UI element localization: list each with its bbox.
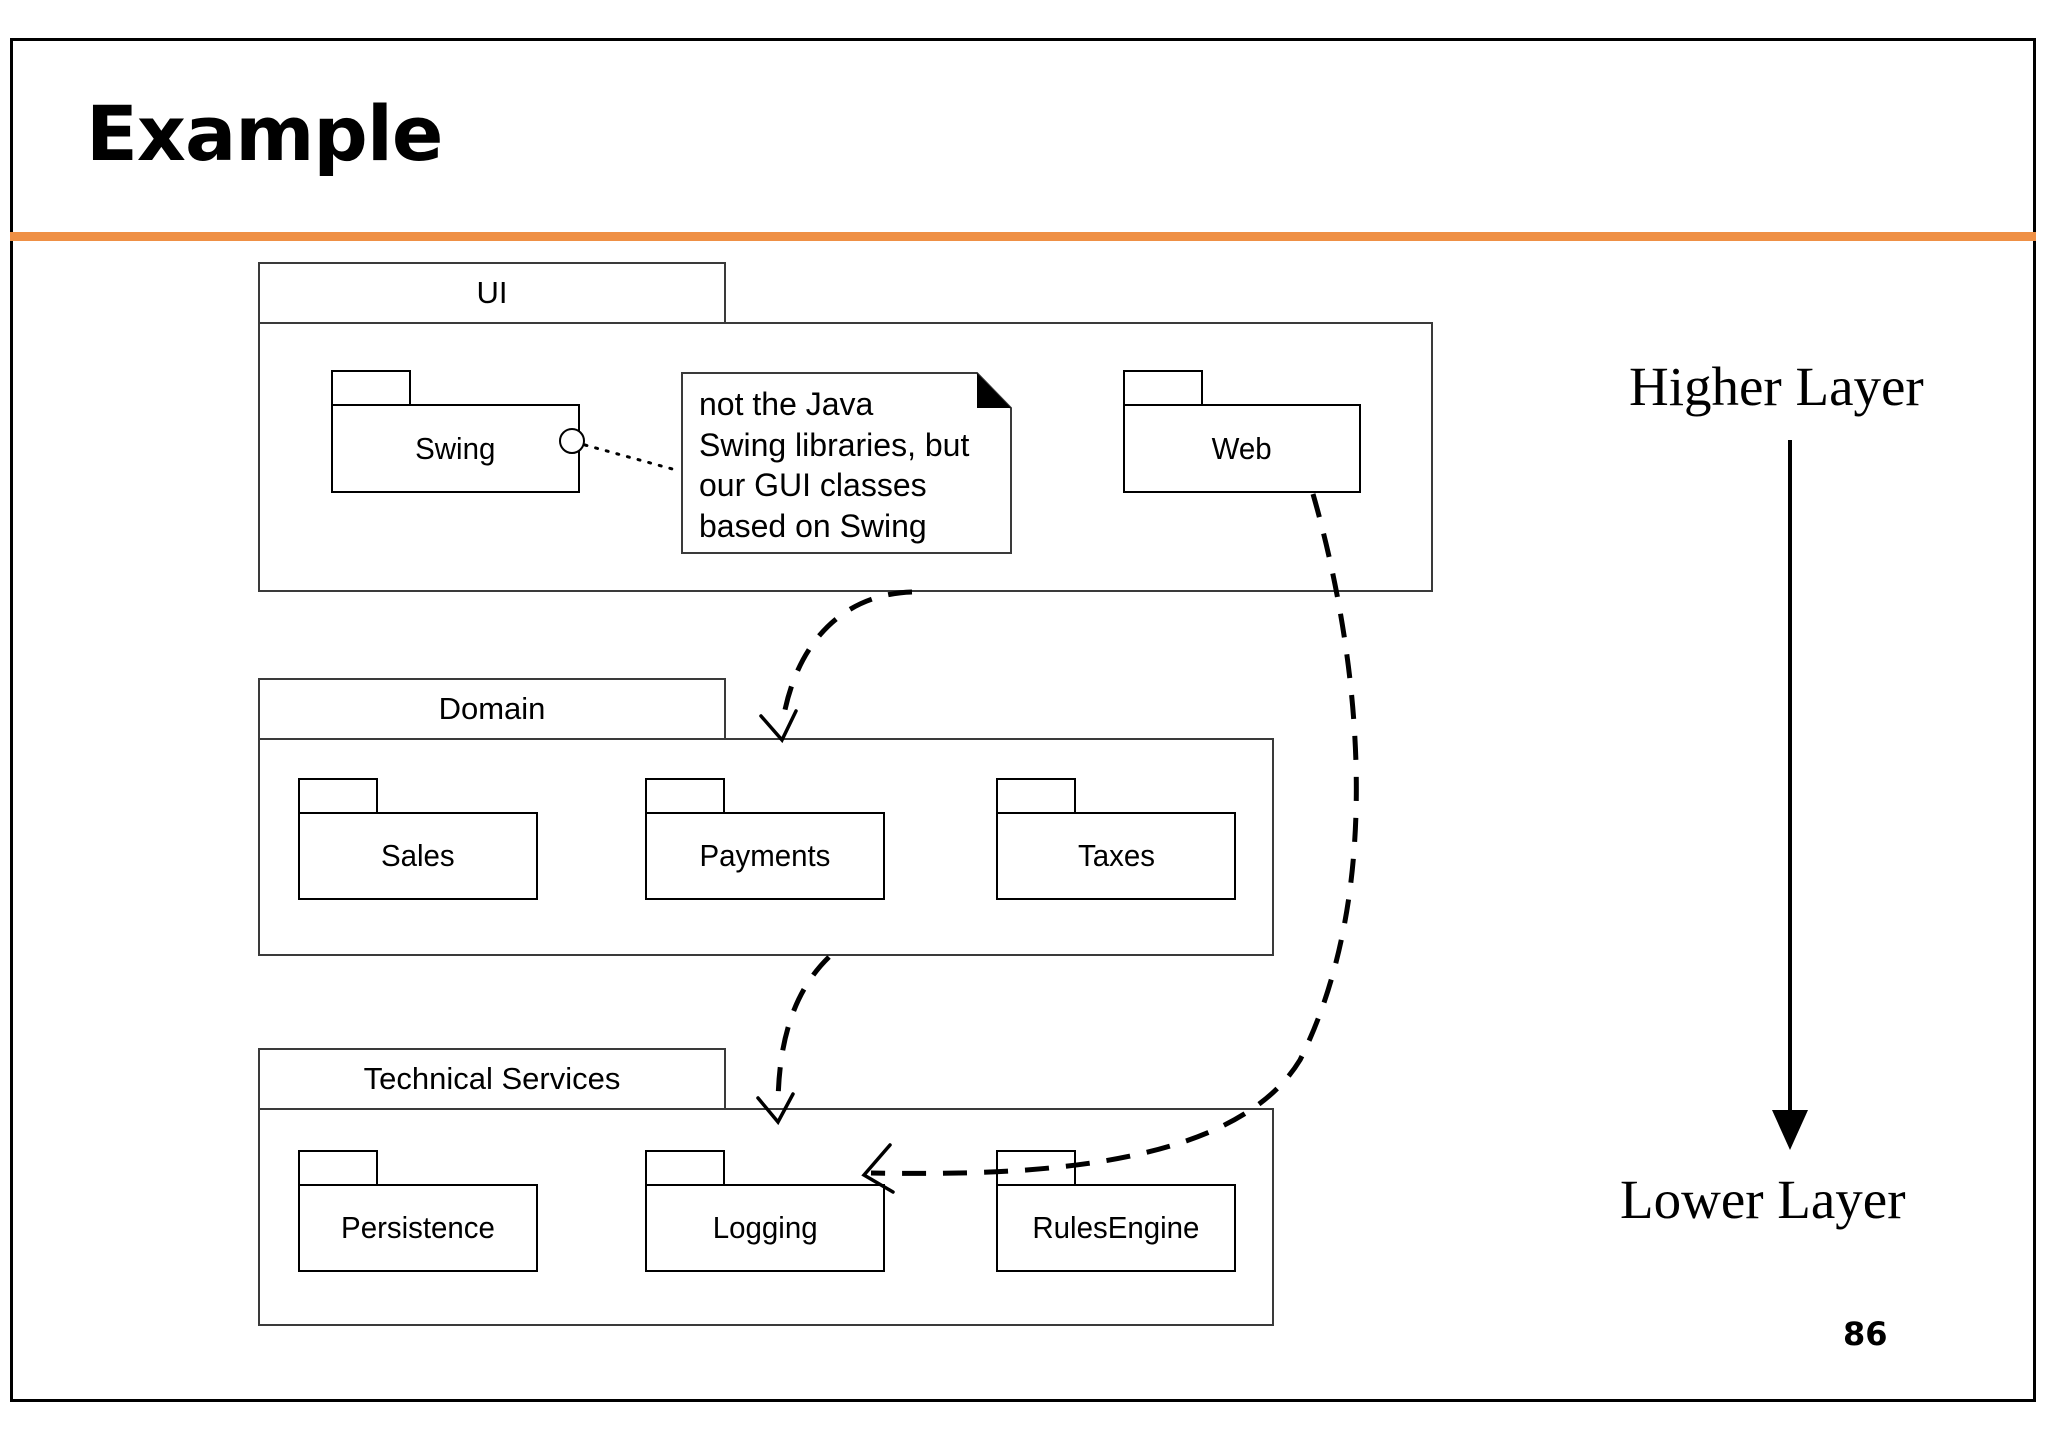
- package-taxes[interactable]: Taxes: [996, 778, 1236, 900]
- package-taxes-label: Taxes: [1077, 838, 1155, 873]
- package-swing-label: Swing: [415, 430, 496, 466]
- package-rules-engine-label: RulesEngine: [1032, 1210, 1200, 1245]
- package-sales-label: Sales: [381, 838, 455, 873]
- page-title: Example: [86, 89, 443, 178]
- package-sales-tab: [298, 778, 378, 814]
- note-comment: not the Java Swing libraries, but our GU…: [681, 372, 1012, 554]
- package-persistence[interactable]: Persistence: [298, 1150, 538, 1272]
- package-domain-tab: Domain: [258, 678, 726, 740]
- package-sales[interactable]: Sales: [298, 778, 538, 900]
- package-sales-box: Sales: [298, 812, 538, 900]
- package-rules-engine-box: RulesEngine: [996, 1184, 1236, 1272]
- title-divider-rule: [10, 232, 2036, 241]
- package-rules-engine[interactable]: RulesEngine: [996, 1150, 1236, 1272]
- package-rules-engine-tab: [996, 1150, 1076, 1186]
- package-logging-label: Logging: [712, 1210, 818, 1245]
- package-technical-services-tab: Technical Services: [258, 1048, 726, 1110]
- package-persistence-label: Persistence: [341, 1210, 495, 1245]
- package-logging[interactable]: Logging: [645, 1150, 885, 1272]
- note-folded-corner-icon: [977, 373, 1011, 408]
- package-payments-box: Payments: [645, 812, 885, 900]
- package-logging-tab: [645, 1150, 725, 1186]
- package-payments-label: Payments: [699, 838, 831, 873]
- package-web[interactable]: Web: [1123, 370, 1361, 493]
- package-web-box: Web: [1123, 404, 1361, 493]
- package-logging-box: Logging: [645, 1184, 885, 1272]
- lower-layer-label: Lower Layer: [1620, 1169, 1906, 1230]
- note-text: not the Java Swing libraries, but our GU…: [699, 386, 970, 544]
- package-swing[interactable]: Swing: [331, 370, 580, 493]
- package-ui-tab: UI: [258, 262, 726, 324]
- package-swing-box: Swing: [331, 404, 580, 493]
- package-taxes-box: Taxes: [996, 812, 1236, 900]
- higher-layer-label: Higher Layer: [1629, 356, 1924, 417]
- package-persistence-tab: [298, 1150, 378, 1186]
- package-taxes-tab: [996, 778, 1076, 814]
- package-payments-tab: [645, 778, 725, 814]
- package-ui-label: UI: [476, 275, 508, 310]
- package-domain-label: Domain: [438, 691, 546, 726]
- slide-border: [10, 38, 2036, 1402]
- package-persistence-box: Persistence: [298, 1184, 538, 1272]
- package-payments[interactable]: Payments: [645, 778, 885, 900]
- package-swing-tab: [331, 370, 411, 406]
- package-technical-services-label: Technical Services: [363, 1061, 621, 1096]
- package-web-label: Web: [1211, 430, 1273, 466]
- page-number: 86: [1843, 1315, 1888, 1353]
- package-web-tab: [1123, 370, 1203, 406]
